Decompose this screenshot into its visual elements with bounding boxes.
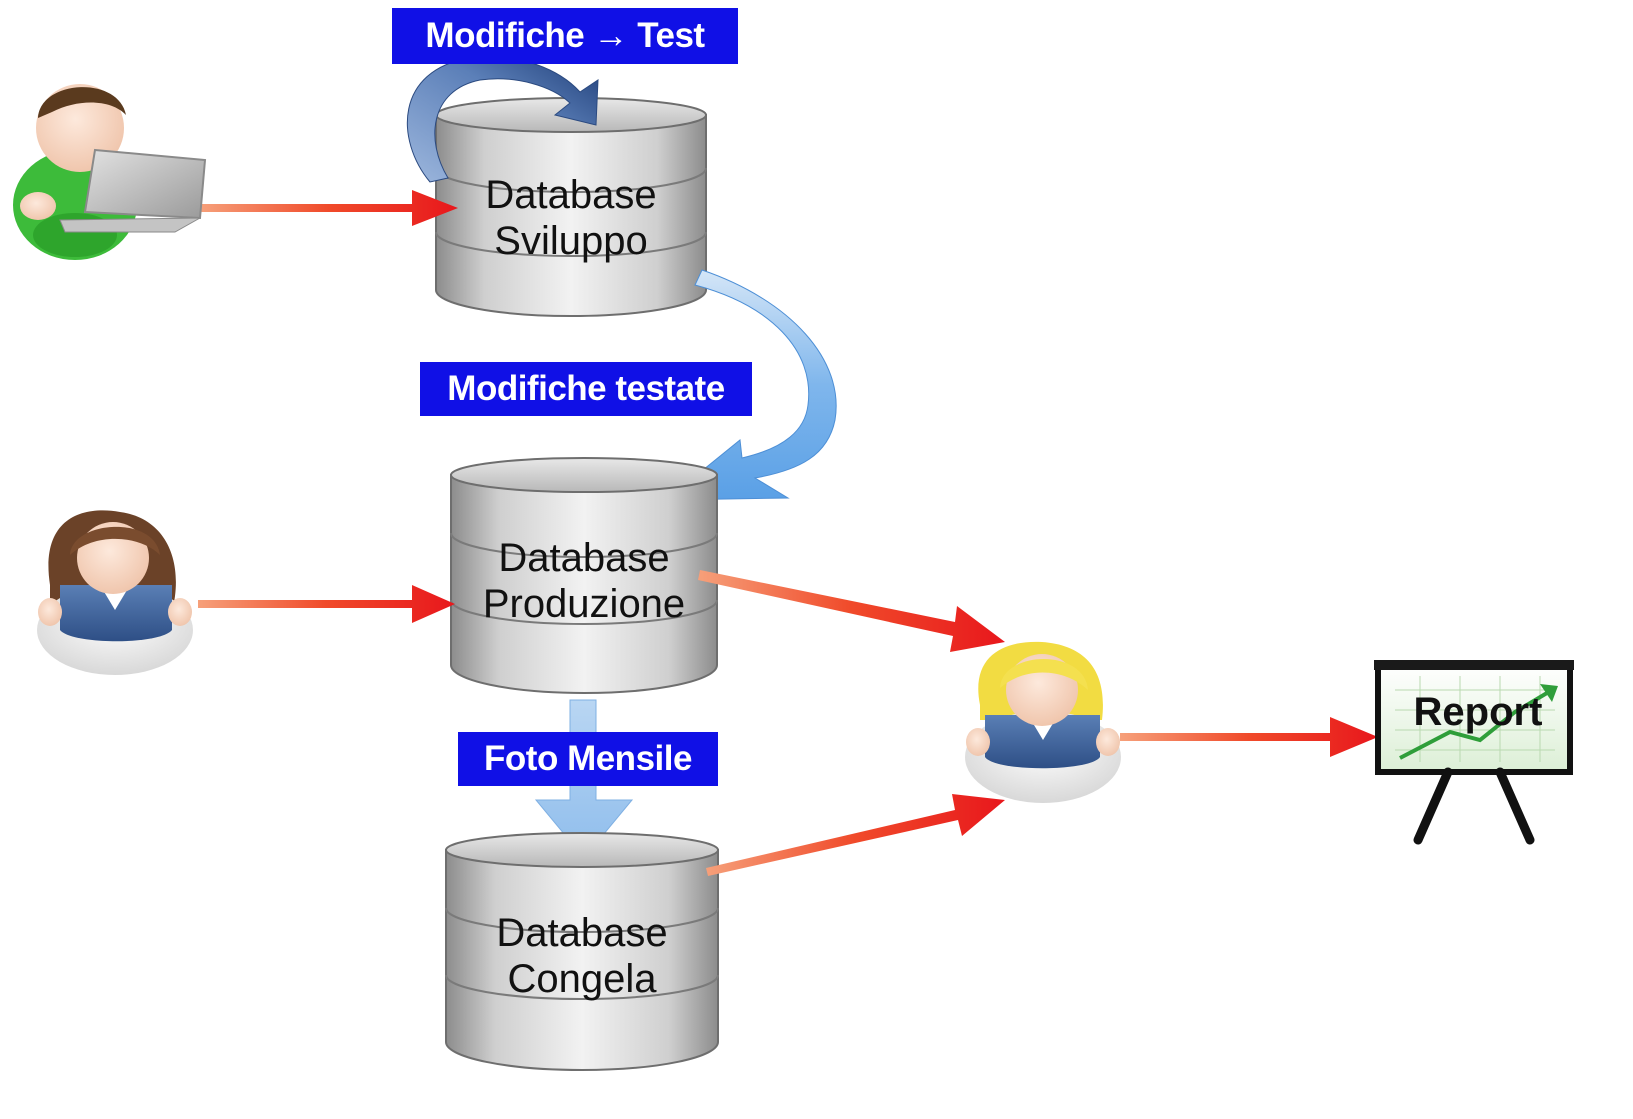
database-sviluppo-cylinder [435, 97, 707, 317]
database-congela-line1: Database [496, 911, 668, 955]
arrow-produzione-to-analyst [698, 570, 1005, 652]
promote-arrow [664, 269, 837, 501]
arrow-analyst-to-report [1120, 717, 1378, 757]
modifiche-testate-tag: Modifiche testate [420, 362, 752, 416]
arrow-developer-to-sviluppo [200, 190, 458, 226]
database-sviluppo-line1: Database [485, 173, 657, 217]
developer-avatar [13, 84, 207, 260]
foto-mensile-tag: Foto Mensile [458, 732, 718, 786]
database-congela-line2: Congela [507, 957, 657, 1001]
brunette-user-avatar [37, 510, 193, 675]
database-produzione-line1: Database [498, 536, 670, 580]
database-produzione-cylinder [450, 457, 718, 694]
database-sviluppo-line2: Sviluppo [494, 219, 648, 263]
modifiche-test-tag: Modifiche → Test [392, 8, 738, 64]
blonde-analyst-avatar [965, 641, 1121, 803]
database-produzione-line2: Produzione [482, 582, 686, 626]
loop-arrow [406, 56, 599, 183]
arrow-congela-to-analyst [706, 794, 1005, 876]
database-congela-cylinder [445, 832, 719, 1071]
database-sviluppo-label: Database Sviluppo [446, 172, 696, 264]
report-label: Report [1413, 690, 1543, 734]
report-easel-icon [1374, 660, 1574, 845]
arrow-user-to-produzione [198, 585, 455, 623]
database-produzione-label: Database Produzione [459, 535, 709, 627]
database-congela-label: Database Congela [457, 910, 707, 1002]
